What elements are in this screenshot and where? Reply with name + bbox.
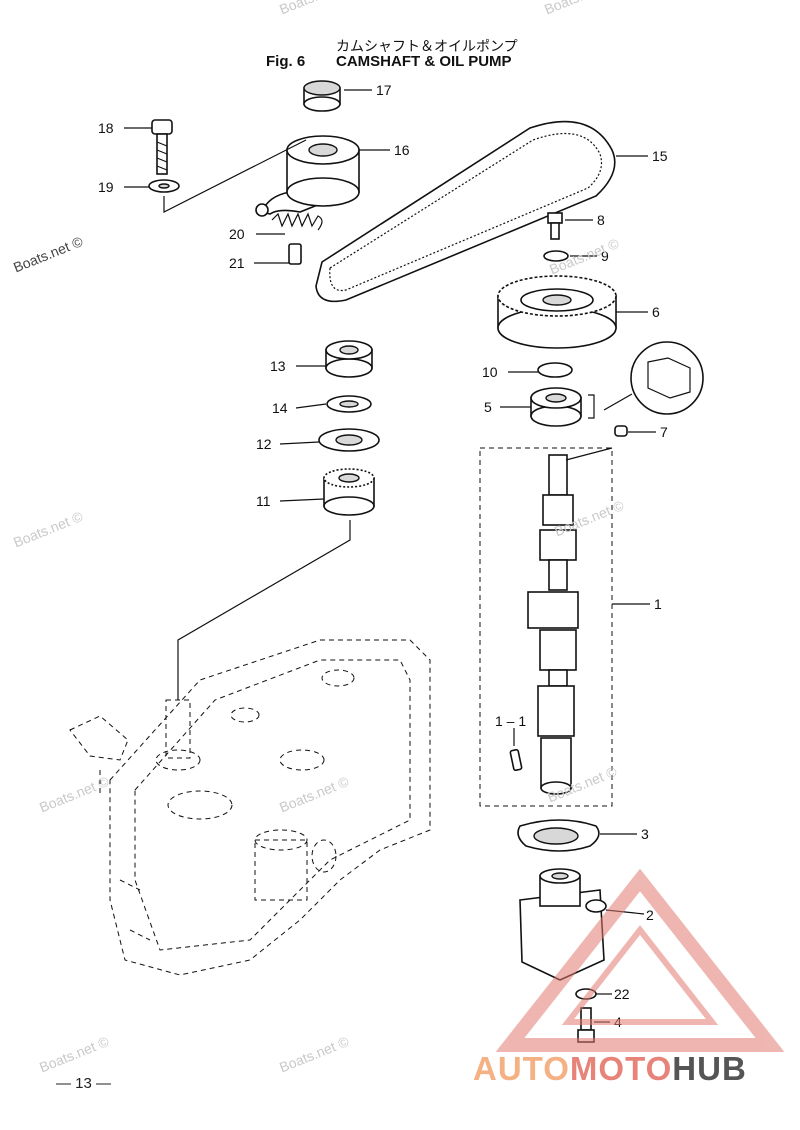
leader-bracket-19-16 <box>163 139 307 213</box>
engine-block <box>69 639 431 976</box>
part-leaders <box>124 89 656 1023</box>
detail-view-seal <box>647 357 691 399</box>
brand-part-1: AUTO <box>473 1050 570 1087</box>
leader-11-crankshaft <box>177 520 351 700</box>
timing-belt <box>315 120 616 303</box>
label-15: 15 <box>652 148 668 164</box>
label-16: 16 <box>394 142 410 158</box>
washer-9 <box>543 250 569 262</box>
page-number: — 13 — <box>56 1075 112 1092</box>
figure-title: CAMSHAFT & OIL PUMP <box>336 53 512 70</box>
washer-19-hole <box>158 183 170 189</box>
plate-12-hole <box>335 434 363 446</box>
key-7 <box>614 425 628 437</box>
label-19: 19 <box>98 179 114 195</box>
label-21: 21 <box>229 255 245 271</box>
pin-1-1 <box>509 748 523 772</box>
label-12: 12 <box>256 436 272 452</box>
figure-number: Fig. 6 <box>266 53 306 70</box>
spring-20 <box>271 212 323 231</box>
camshaft-1 <box>527 454 579 795</box>
label-22: 22 <box>614 986 630 1002</box>
brand-part-3: HUB <box>672 1050 747 1087</box>
bolt-8 <box>547 212 563 240</box>
brand-triangle-logo <box>495 868 785 1052</box>
washer-14-hole <box>339 400 359 408</box>
label-1-1: 1 – 1 <box>495 713 526 729</box>
japanese-title: カムシャフト＆オイルポンプ <box>336 38 518 54</box>
nut-13 <box>325 340 373 378</box>
brand-part-2: MOTO <box>569 1050 673 1087</box>
tensioner-pulley <box>255 135 360 217</box>
label-1: 1 <box>654 596 662 612</box>
washer-10 <box>537 362 573 378</box>
brand-logo: AUTOMOTOHUB <box>473 1050 747 1088</box>
label-8: 8 <box>597 212 605 228</box>
cap-17 <box>303 80 341 112</box>
oil-pump-2 <box>519 868 607 981</box>
label-17: 17 <box>376 82 392 98</box>
label-18: 18 <box>98 120 114 136</box>
label-9: 9 <box>601 248 609 264</box>
label-10: 10 <box>482 364 498 380</box>
gasket-3-hole <box>533 827 579 845</box>
label-20: 20 <box>229 226 245 242</box>
label-14: 14 <box>272 400 288 416</box>
pin-21 <box>288 243 302 265</box>
bracket-5 <box>588 394 595 419</box>
label-7: 7 <box>660 424 668 440</box>
label-3: 3 <box>641 826 649 842</box>
camshaft-pulley-6 <box>497 275 617 349</box>
label-5: 5 <box>484 399 492 415</box>
label-6: 6 <box>652 304 660 320</box>
crankshaft-pulley-11 <box>323 468 375 516</box>
label-11: 11 <box>256 493 271 509</box>
detail-view-leader <box>603 393 633 411</box>
oil-seal-5 <box>530 387 582 427</box>
label-2: 2 <box>646 907 654 923</box>
bolt-18 <box>151 119 173 175</box>
camshaft-group-box <box>479 447 613 807</box>
label-13: 13 <box>270 358 286 374</box>
detail-view-circle <box>630 341 704 415</box>
